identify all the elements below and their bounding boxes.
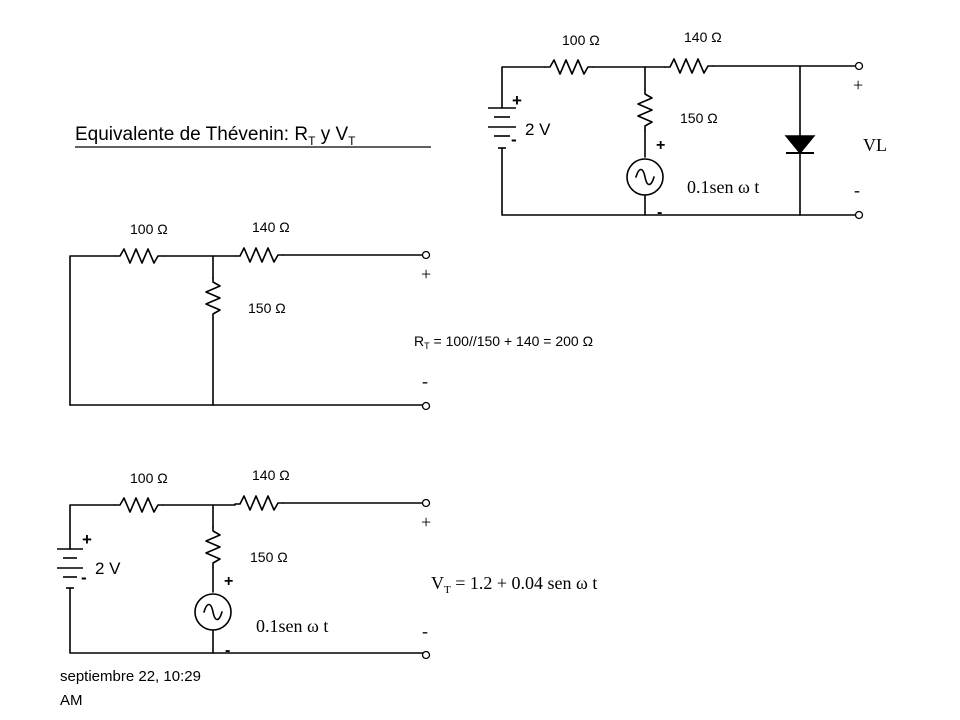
battery-label: 2 V <box>95 559 121 578</box>
output-terminal-top <box>421 498 431 508</box>
r1-label: 100 Ω <box>130 470 168 486</box>
source-minus: - <box>225 642 230 659</box>
battery-plus: + <box>82 530 92 549</box>
circuit-full: 100 Ω 140 Ω 150 Ω + - 2 V + - 0.1sen ω t… <box>488 29 887 221</box>
wire <box>69 255 116 406</box>
battery-minus: - <box>511 130 517 149</box>
r3-label: 150 Ω <box>250 549 288 565</box>
ac-wave-icon <box>635 168 655 186</box>
output-minus: - <box>422 621 428 641</box>
rt-symbol: R <box>414 333 424 349</box>
wire <box>501 66 546 109</box>
diode-icon <box>784 135 816 155</box>
vt-expression: = 1.2 + 0.04 sen ω t <box>451 573 598 593</box>
output-plus: + <box>853 75 863 95</box>
resistor-140 <box>234 495 284 511</box>
footer-date-line-1: septiembre 22, 10:29 <box>60 668 201 685</box>
resistor-100 <box>114 248 164 264</box>
circuit-rt: 100 Ω 140 Ω 150 Ω + - RT = 100//150 + 14… <box>69 219 593 411</box>
resistor-100 <box>114 497 164 513</box>
source-label: 0.1sen ω t <box>256 616 328 636</box>
circuit-vt: 100 Ω 140 Ω 150 Ω + - 2 V + - 0.1sen ω t… <box>57 467 597 660</box>
output-terminal-bottom <box>421 650 431 660</box>
resistor-150 <box>637 89 653 131</box>
slide-title: Equivalente de Thévenin: RT y VT <box>75 124 356 148</box>
output-terminal-bottom <box>421 401 431 411</box>
r2-label: 140 Ω <box>252 467 290 483</box>
source-plus: + <box>656 137 665 154</box>
battery-label: 2 V <box>525 120 551 139</box>
title-sub-2: T <box>348 134 356 148</box>
vt-symbol: V <box>431 573 444 593</box>
r1-label: 100 Ω <box>562 32 600 48</box>
title-sub-1: T <box>308 134 316 148</box>
footer-date-line-2: AM <box>60 692 83 709</box>
ac-wave-icon <box>203 603 223 621</box>
output-minus: - <box>854 180 860 200</box>
battery-minus: - <box>81 568 87 587</box>
load-voltage-label: VL <box>863 135 887 155</box>
vt-equation: VT = 1.2 + 0.04 sen ω t <box>431 573 597 596</box>
output-terminal-top <box>421 250 431 260</box>
rt-equation: RT = 100//150 + 140 = 200 Ω <box>414 333 593 351</box>
rt-subscript: T <box>424 341 430 351</box>
output-plus: + <box>421 264 431 284</box>
source-minus: - <box>657 204 662 221</box>
resistor-100 <box>544 59 594 75</box>
r3-label: 150 Ω <box>248 300 286 316</box>
output-terminal-top <box>854 61 864 71</box>
title-prefix: Equivalente de Thévenin: R <box>75 124 308 145</box>
resistor-140 <box>664 58 714 74</box>
r1-label: 100 Ω <box>130 221 168 237</box>
source-label: 0.1sen ω t <box>687 177 759 197</box>
wire <box>501 147 858 216</box>
vt-subscript: T <box>444 584 451 596</box>
source-plus: + <box>224 573 233 590</box>
rt-expression: = 100//150 + 140 = 200 Ω <box>430 333 593 349</box>
resistor-150 <box>205 526 221 568</box>
output-terminal-bottom <box>854 210 864 220</box>
output-minus: - <box>422 371 428 391</box>
title-mid: y V <box>315 124 348 145</box>
wire <box>69 504 116 550</box>
output-plus: + <box>421 512 431 532</box>
r2-label: 140 Ω <box>252 219 290 235</box>
battery-plus: + <box>512 91 522 110</box>
resistor-140 <box>234 247 284 263</box>
resistor-150 <box>205 277 221 319</box>
wire <box>69 587 424 654</box>
battery <box>57 548 83 589</box>
r2-label: 140 Ω <box>684 29 722 45</box>
r3-label: 150 Ω <box>680 110 718 126</box>
battery <box>488 107 516 149</box>
